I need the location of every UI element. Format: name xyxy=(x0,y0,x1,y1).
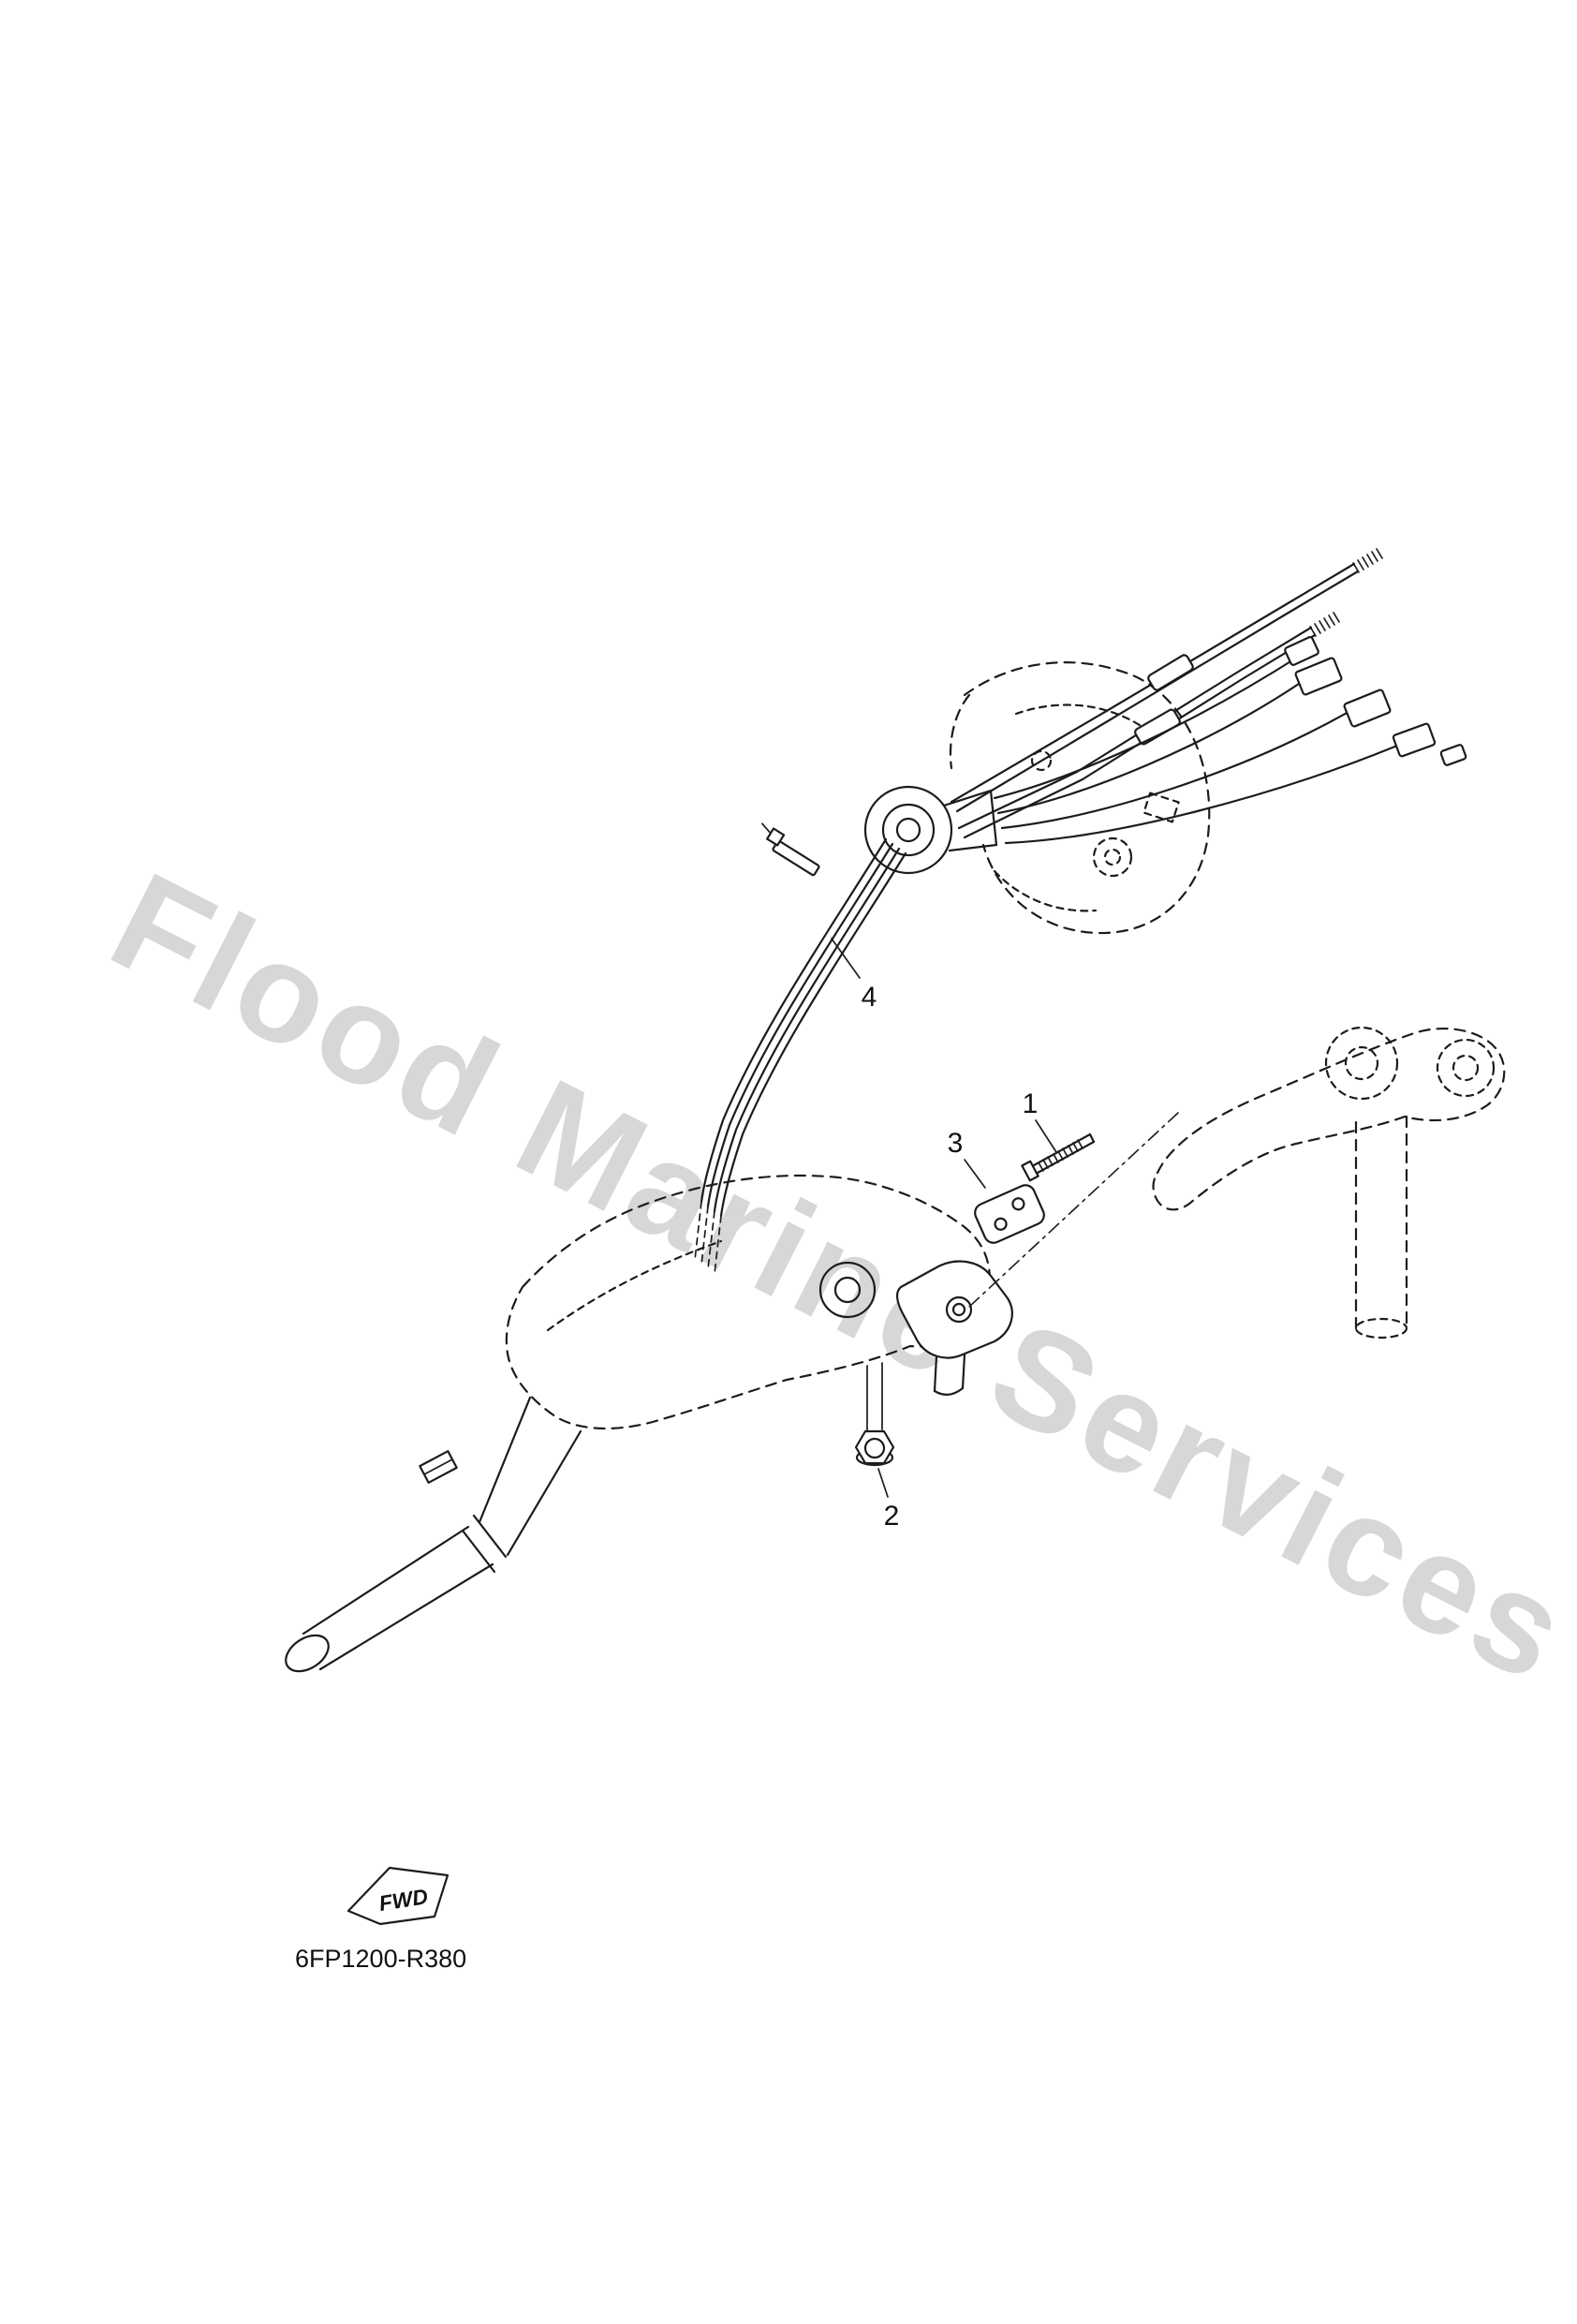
connector-plug-2 xyxy=(1343,688,1392,728)
callout-2-label: 2 xyxy=(884,1501,900,1532)
wiring-harness xyxy=(993,636,1467,845)
callout-3-label: 3 xyxy=(948,1128,964,1159)
connector-plug-1 xyxy=(1294,657,1343,696)
tiller-grip-shaft xyxy=(285,1396,582,1673)
shaft-slot-detail xyxy=(419,1450,458,1484)
watermark-text: Flood Marine Services xyxy=(89,842,1577,1713)
callout-1: 1 xyxy=(1023,1088,1057,1153)
callout-1-label: 1 xyxy=(1023,1088,1039,1119)
part-code: 6FP1200-R380 xyxy=(295,1945,466,1973)
callout-3: 3 xyxy=(948,1128,986,1189)
cable-threaded-end-lower xyxy=(1309,612,1340,637)
cable-clamp-block xyxy=(866,1260,1013,1432)
connector-cap xyxy=(1439,744,1467,766)
tiller-handle-body xyxy=(505,1174,991,1430)
cable-tie xyxy=(761,822,820,877)
cable-adjuster-upper xyxy=(1147,654,1194,691)
callout-4: 4 xyxy=(831,938,877,1013)
cable-threaded-end-upper xyxy=(1352,548,1383,573)
connector-plug-3 xyxy=(1392,722,1437,758)
cable-bundle xyxy=(694,822,907,1275)
steering-bracket-hub xyxy=(863,785,998,875)
engine-cowling-outline xyxy=(949,661,1211,935)
fwd-arrow: FWD xyxy=(346,1866,450,1926)
throttle-cables xyxy=(950,548,1383,839)
callout-2: 2 xyxy=(877,1468,900,1532)
callout-4-label: 4 xyxy=(862,982,877,1013)
assembly-axis-line xyxy=(968,1112,1179,1308)
bolt-item-1 xyxy=(1021,1132,1096,1182)
bracket-plate-item-3 xyxy=(974,1184,1045,1244)
nut-item-2 xyxy=(854,1429,895,1467)
clamp-bracket-arm xyxy=(1152,1026,1506,1340)
connector-plug-small xyxy=(1284,636,1319,666)
